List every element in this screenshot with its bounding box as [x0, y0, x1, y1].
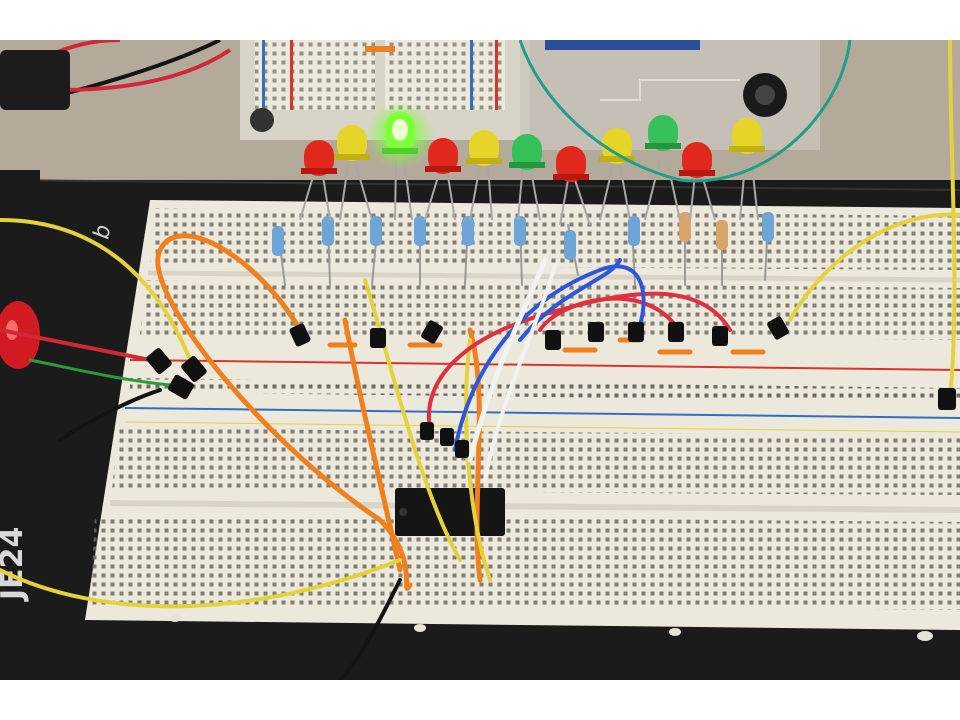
led-10-red: [679, 142, 715, 178]
led-6-green: [509, 134, 545, 170]
board-edge: [0, 179, 960, 191]
main-breadboard: [85, 200, 960, 630]
board-side-label: JE24: [0, 527, 30, 602]
teal-wire: [518, 40, 852, 183]
led-8-yellow: [599, 128, 635, 164]
led-row: [299, 101, 765, 226]
led-11-yellow: [729, 118, 765, 154]
led-4-red: [425, 138, 461, 174]
led-7-red: [553, 146, 589, 182]
board-pegs: [169, 614, 933, 641]
ic-chip: [395, 488, 505, 536]
top-left-cables: [0, 40, 232, 110]
board-letter: b: [89, 223, 116, 241]
small-breadboard: [240, 40, 530, 140]
led-2-yellow: [334, 125, 370, 161]
breadboard-photo: b JE24: [0, 40, 960, 680]
breadboard-scene: b JE24: [0, 40, 960, 680]
led-3-green-lit: [382, 112, 418, 154]
led-1-red: [301, 140, 337, 176]
jumper-wires: [0, 40, 960, 680]
wire-connectors: [146, 316, 956, 458]
led-9-green: [645, 115, 681, 151]
led-5-yellow: [466, 130, 502, 166]
